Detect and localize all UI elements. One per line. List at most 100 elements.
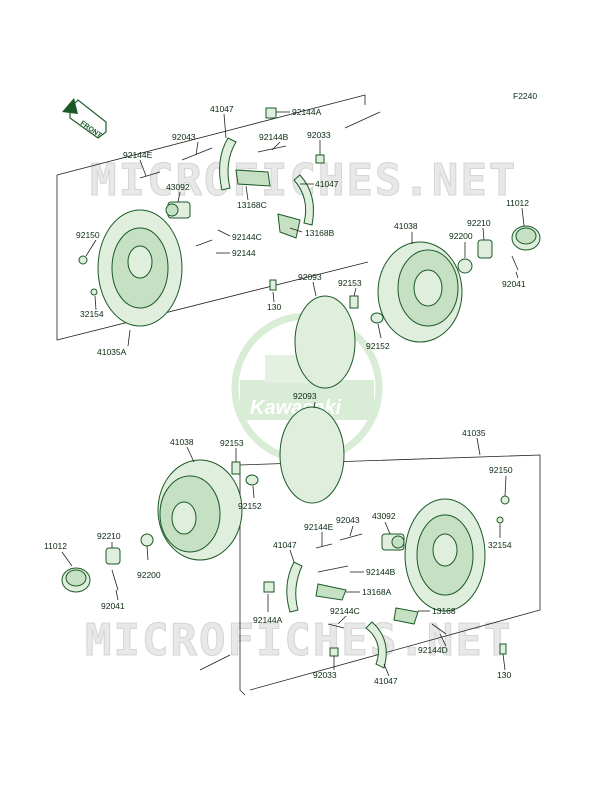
label-41035: 41035 <box>462 428 486 438</box>
brake-shoe-top-right <box>277 174 314 239</box>
watermark-bottom: MICROFICHES.NET <box>85 615 512 666</box>
label-92144a-top: 92144A <box>292 107 322 117</box>
label-41035a: 41035A <box>97 347 127 357</box>
label-92150-bottom: 92150 <box>489 465 513 475</box>
label-92144a-bottom: 92144A <box>253 615 283 625</box>
brake-drum-top <box>377 241 463 343</box>
label-11012-bottom: 11012 <box>44 541 67 551</box>
label-41047-bottom: 41047 <box>374 676 398 686</box>
nut-92210-bottom <box>105 547 121 565</box>
bolt-32154-bottom <box>496 516 504 524</box>
brake-shoe-top-left <box>219 137 271 191</box>
label-92144c-bottom: 92144C <box>330 606 360 616</box>
label-41047-right: 41047 <box>315 179 339 189</box>
label-92210-top: 92210 <box>467 218 491 228</box>
top-box-lower <box>56 175 369 341</box>
seal-92093-top <box>294 295 356 389</box>
label-92200-top: 92200 <box>449 231 473 241</box>
bolt-92150-bottom <box>500 495 510 505</box>
spring-92144e-top <box>139 171 161 179</box>
label-13168-bottom: 13168 <box>432 606 456 616</box>
wheel-cylinder-bottom <box>381 533 405 551</box>
pin-92043-bottom <box>339 533 363 541</box>
clip-92144a-top <box>265 107 277 119</box>
label-92150-top: 92150 <box>76 230 100 240</box>
label-92043-top: 92043 <box>172 132 196 142</box>
pin-92041-bottom <box>111 569 119 591</box>
label-92041-bottom: 92041 <box>101 601 125 611</box>
washer-92200-bottom <box>140 533 154 547</box>
nut-92210-top <box>477 239 493 259</box>
clip-92033-bottom <box>329 647 339 657</box>
label-41038-top: 41038 <box>394 221 418 231</box>
pin-92041-top <box>511 255 519 271</box>
label-43092-top: 43092 <box>166 182 190 192</box>
washer-92152-top <box>370 312 384 324</box>
bolt-32154-top <box>90 288 98 296</box>
brake-drum-bottom <box>157 459 243 561</box>
brake-shoe-bottom-right <box>365 607 419 669</box>
bottom-box <box>239 454 541 691</box>
label-13168a-bottom: 13168A <box>362 587 392 597</box>
seal-92093-mid <box>279 406 345 504</box>
label-92200-bottom: 92200 <box>137 570 161 580</box>
label-41047-top: 41047 <box>210 104 234 114</box>
label-41038-bottom: 41038 <box>170 437 194 447</box>
label-92144b-top: 92144B <box>259 132 289 142</box>
bolt-92150-top <box>78 255 88 265</box>
label-92033-bottom: 92033 <box>313 670 337 680</box>
label-11012-top: 11012 <box>506 198 529 208</box>
label-13168c-top: 13168C <box>237 200 267 210</box>
adjuster-13168a <box>315 583 347 601</box>
label-92144b-bottom: 92144B <box>366 567 396 577</box>
bolt-130-bottom <box>499 643 507 655</box>
label-13168b-top: 13168B <box>305 228 335 238</box>
spring-92144c-bottom <box>327 623 345 629</box>
label-92153-bottom: 92153 <box>220 438 244 448</box>
clip-92033-top <box>315 154 325 164</box>
label-92144e-top: 92144E <box>123 150 153 160</box>
label-43092-bottom: 43092 <box>372 511 396 521</box>
spring-92144b-top <box>257 145 287 153</box>
label-92043-bottom: 92043 <box>336 515 360 525</box>
label-92041-top: 92041 <box>502 279 526 289</box>
label-92153-top: 92153 <box>338 278 362 288</box>
label-92144e-bottom: 92144E <box>304 522 334 532</box>
label-130-top: 130 <box>267 302 281 312</box>
label-92093-top: 92093 <box>298 272 322 282</box>
brake-shoe-bottom-left <box>286 561 303 613</box>
label-32154-top: 32154 <box>80 309 104 319</box>
washer-92152-bottom <box>245 474 259 486</box>
bolt-130-top <box>269 279 277 291</box>
label-92144d-bottom: 92144D <box>418 645 448 655</box>
wheel-cylinder-top <box>165 201 191 219</box>
label-92152-top: 92152 <box>366 341 390 351</box>
label-41047-bottom-left: 41047 <box>273 540 297 550</box>
bolt-92153-bottom <box>231 461 241 475</box>
label-92093-mid: 92093 <box>293 391 317 401</box>
cap-11012-top <box>511 225 541 251</box>
spring-92144b-bottom <box>317 565 349 573</box>
top-box-upper <box>56 94 366 176</box>
clip-92144a-bottom <box>263 581 275 593</box>
label-92144-top: 92144 <box>232 248 256 258</box>
bolt-92153-top <box>349 295 359 309</box>
label-92033-top: 92033 <box>307 130 331 140</box>
label-130-bottom: 130 <box>497 670 511 680</box>
front-arrow-icon: FRONT <box>62 98 107 140</box>
cap-11012-bottom <box>61 567 91 593</box>
figure-code: F2240 <box>513 91 537 101</box>
label-92210-bottom: 92210 <box>97 531 121 541</box>
label-92152-bottom: 92152 <box>238 501 262 511</box>
spring-92144d-bottom <box>431 623 447 635</box>
washer-92200-top <box>457 258 473 274</box>
label-32154-bottom: 32154 <box>488 540 512 550</box>
leader-lines <box>61 111 525 677</box>
backing-plate-top <box>97 209 183 327</box>
pin-92043-top <box>181 147 213 161</box>
label-92144c-top: 92144C <box>232 232 262 242</box>
backing-plate-bottom <box>404 498 486 612</box>
spring-92144e-bottom <box>315 543 333 549</box>
